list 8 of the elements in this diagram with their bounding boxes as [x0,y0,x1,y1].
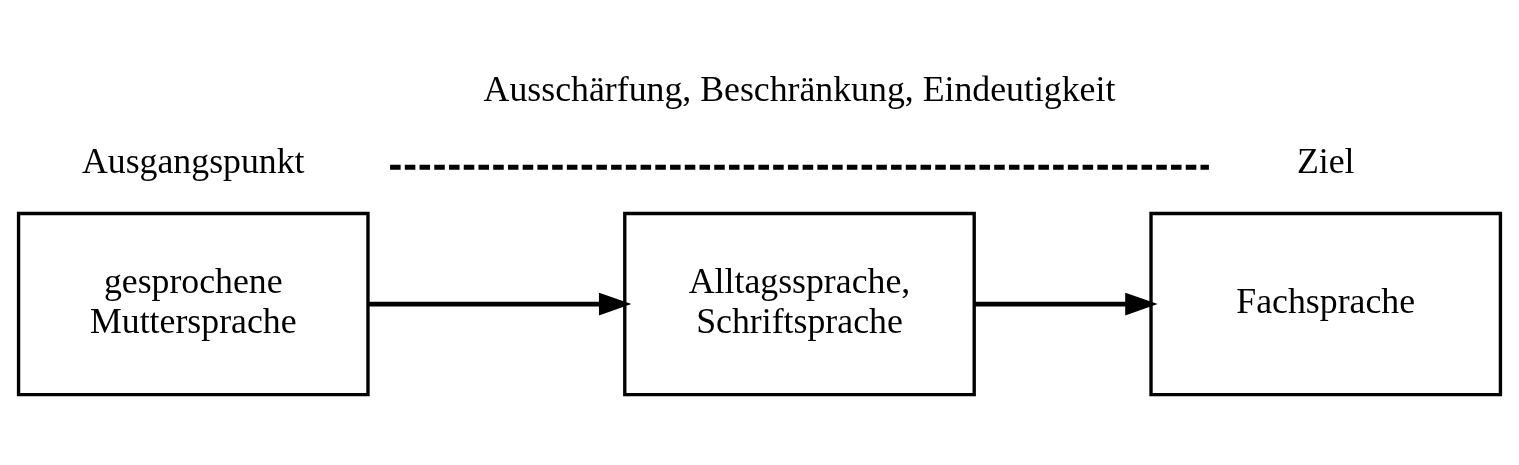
node-box: gesprochene Muttersprache [16,211,370,397]
node-box: Alltagssprache, Schriftsprache [623,211,976,397]
node-label: Ausgangspunkt [82,140,305,181]
node-label: Ziel [1296,140,1355,181]
arrow [368,292,632,316]
node-box: Fachsprache [1149,211,1503,397]
arrow [974,292,1158,316]
label: Ausschärfung, Beschränkung, Eindeutigkeit [483,69,1116,110]
